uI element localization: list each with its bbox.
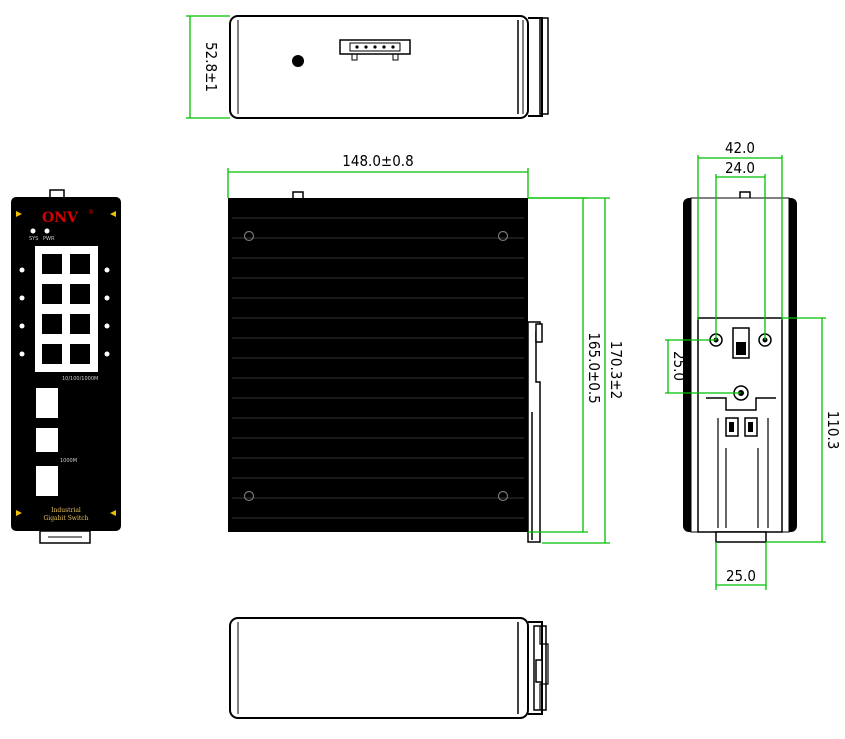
led-pwr-label: PWR: [43, 236, 55, 242]
dim-depth-inner: 165.0±0.5: [585, 332, 603, 403]
dim-height-top: 52.8±1: [202, 42, 220, 92]
caption-line2: Gigabit Switch: [43, 515, 88, 522]
din-rail-clip: [527, 321, 543, 543]
heat-sink-fins: [232, 217, 524, 519]
sfp-caption: 1000M: [60, 458, 77, 464]
brand-registered-mark: ®: [88, 209, 94, 216]
port-caption: 10/100/1000M: [62, 376, 98, 382]
sfp-port-3: [36, 466, 58, 496]
bottom-view: [229, 617, 549, 719]
sfp-port-2: [36, 428, 58, 452]
top-view: 52.8±1: [186, 15, 549, 119]
power-terminal-block: [339, 39, 411, 61]
sfp-port-1: [36, 388, 58, 418]
front-panel-view: ONV ® SYS PWR 10/100/1000M 1000M Industr…: [11, 189, 121, 544]
panel-screws: [19, 267, 110, 357]
led-sys-label: SYS: [29, 236, 38, 242]
caption-line1: Industrial: [51, 507, 81, 514]
dim-bottom-width: 25.0: [726, 567, 756, 585]
rj45-ports: [42, 254, 90, 364]
brand-logo: ONV: [42, 210, 79, 226]
dim-mount-height: 110.3: [824, 411, 842, 450]
dim-clip-height: 25.0: [670, 351, 688, 381]
mount-screws: [243, 230, 509, 502]
rear-view: 42.0 24.0 25.0 110.3 25.0: [665, 139, 842, 590]
dim-rail-inner: 24.0: [725, 159, 755, 177]
side-view: 148.0±0.8 165.0±0.5 170.3±2: [227, 152, 625, 544]
dim-rail-outer: 42.0: [725, 139, 755, 157]
dim-width: 148.0±0.8: [342, 152, 413, 170]
dim-depth-outer: 170.3±2: [607, 341, 625, 400]
